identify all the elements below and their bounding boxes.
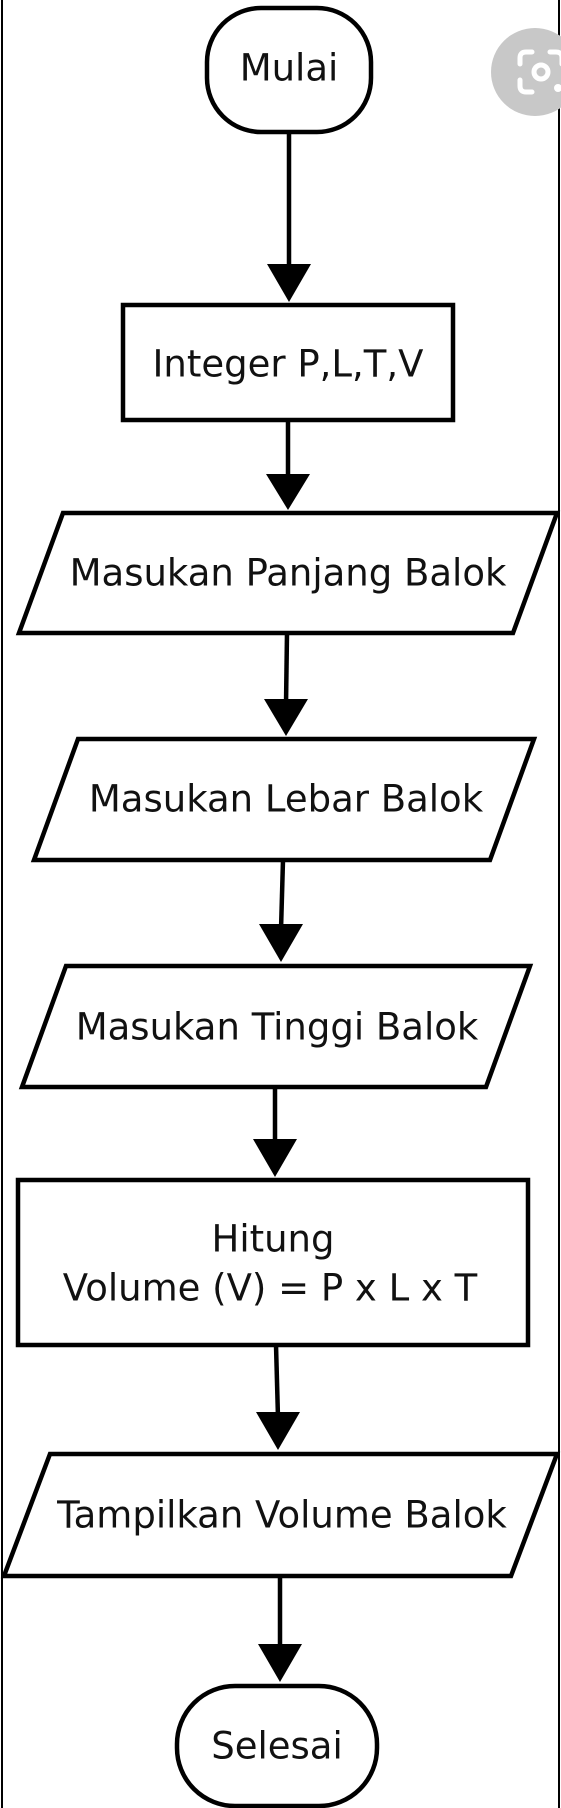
start-terminator: Mulai <box>204 5 374 135</box>
compute-process-box: Hitung Volume (V) = P x L x T <box>15 1177 531 1348</box>
input-height-parallelogram: Masukan Tinggi Balok <box>18 963 534 1090</box>
output-parallelogram: Tampilkan Volume Balok <box>0 1451 561 1579</box>
input-length-label: Masukan Panjang Balok <box>70 552 507 595</box>
arrow-output-to-end <box>258 1576 302 1682</box>
arrow-input-width-to-input-height <box>259 859 303 962</box>
input-length-parallelogram: Masukan Panjang Balok <box>15 510 561 636</box>
input-width-parallelogram: Masukan Lebar Balok <box>30 736 538 863</box>
end-terminator: Selesai <box>174 1683 380 1808</box>
input-width-label: Masukan Lebar Balok <box>89 778 484 821</box>
input-height-label: Masukan Tinggi Balok <box>76 1006 479 1049</box>
arrow-declare-to-input-length <box>266 420 310 510</box>
output-label: Tampilkan Volume Balok <box>56 1494 507 1537</box>
arrow-compute-to-output <box>256 1344 300 1450</box>
lens-search-button[interactable] <box>491 28 561 116</box>
declare-process-box: Integer P,L,T,V <box>120 302 456 423</box>
end-label: Selesai <box>211 1725 343 1768</box>
declare-label: Integer P,L,T,V <box>153 343 424 386</box>
compute-label-line1: Hitung <box>212 1218 335 1261</box>
arrow-input-length-to-input-width <box>264 632 308 736</box>
arrow-input-height-to-compute <box>253 1087 297 1177</box>
start-label: Mulai <box>240 47 339 90</box>
compute-label-line2: Volume (V) = P x L x T <box>63 1267 478 1310</box>
arrow-start-to-declare <box>267 132 311 302</box>
